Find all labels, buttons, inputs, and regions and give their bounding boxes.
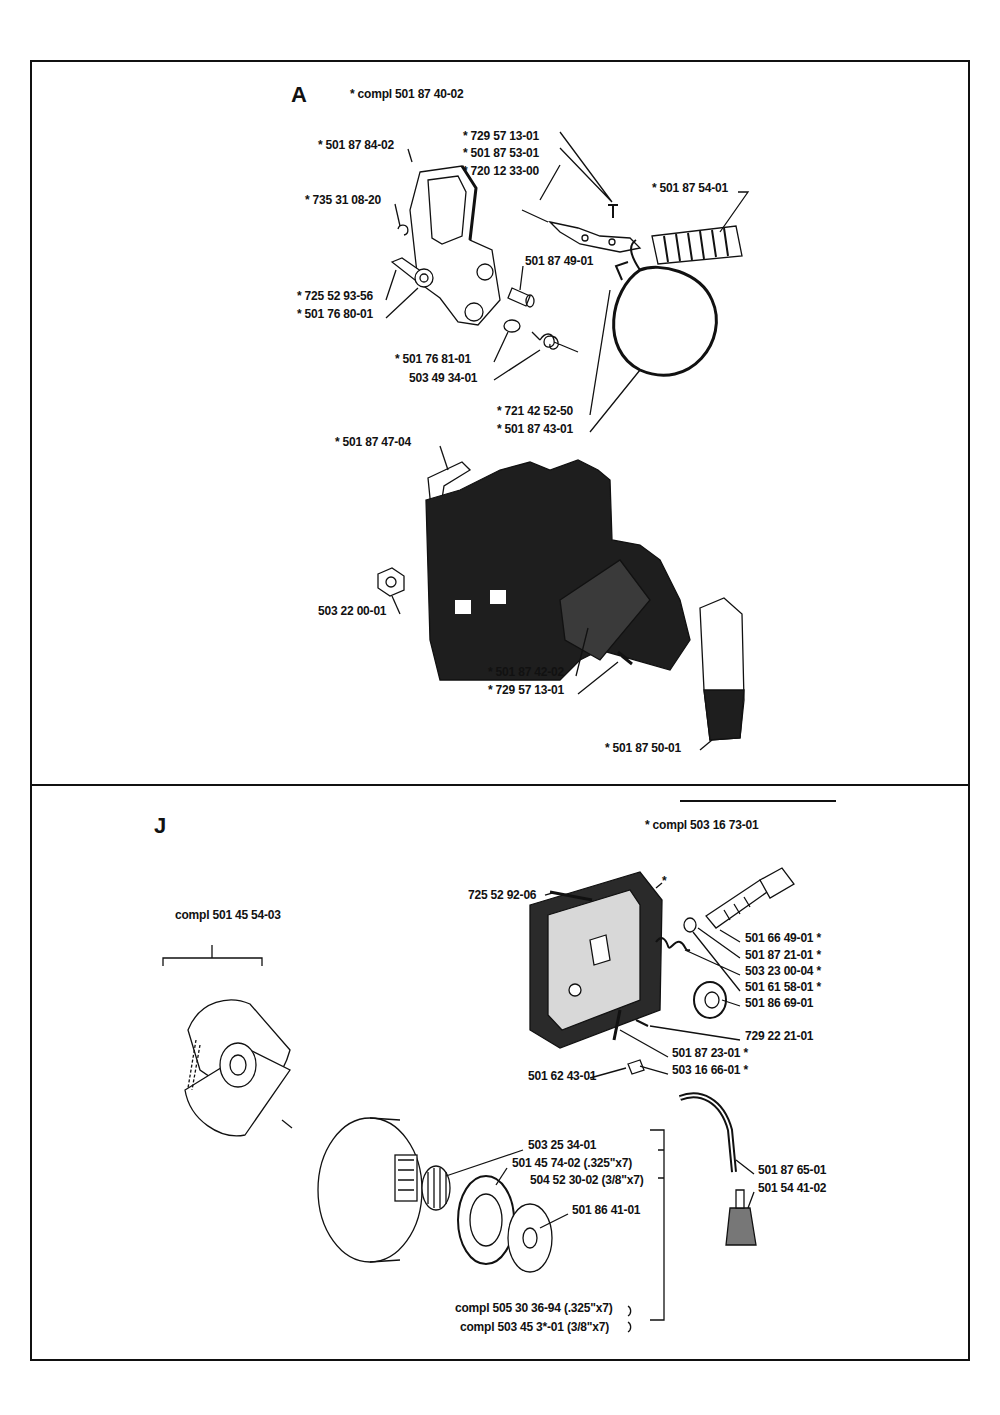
- part-number: 501 86 41-01: [572, 1203, 640, 1217]
- part-number: 503 23 00-04 *: [745, 964, 821, 978]
- part-number: * 501 87 53-01: [463, 146, 539, 160]
- part-number: * 735 31 08-20: [305, 193, 381, 207]
- part-number: * 729 57 13-01: [463, 129, 539, 143]
- part-number: 501 45 74-02 (.325"x7): [512, 1156, 632, 1170]
- part-number: * 501 87 50-01: [605, 741, 681, 755]
- part-number: 729 22 21-01: [745, 1029, 813, 1043]
- panel-letter: J: [154, 814, 166, 838]
- part-number: 501 61 58-01 *: [745, 980, 821, 994]
- part-number: 503 22 00-01: [318, 604, 386, 618]
- part-number: * 501 76 81-01: [395, 352, 471, 366]
- part-number: * 501 87 84-02: [318, 138, 394, 152]
- part-number: 504 52 30-02 (3/8"x7): [530, 1173, 644, 1187]
- part-number: compl 501 45 54-03: [175, 908, 281, 922]
- panel-letter: A: [291, 83, 307, 107]
- part-number: 501 87 49-01: [525, 254, 593, 268]
- part-number: 501 86 69-01: [745, 996, 813, 1010]
- part-number: compl 505 30 36-94 (.325"x7): [455, 1301, 613, 1315]
- part-number: 501 54 41-02: [758, 1181, 826, 1195]
- part-number: * compl 501 87 40-02: [350, 87, 463, 101]
- part-number: *: [662, 874, 666, 888]
- part-number: * 501 87 42-02: [488, 665, 564, 679]
- part-number: * 501 76 80-01: [297, 307, 373, 321]
- part-number: 503 49 34-01: [409, 371, 477, 385]
- part-number: 503 25 34-01: [528, 1138, 596, 1152]
- part-number: 501 87 23-01 *: [672, 1046, 748, 1060]
- part-number: * compl 503 16 73-01: [645, 818, 758, 832]
- part-number: * 721 42 52-50: [497, 404, 573, 418]
- part-number: 725 52 92-06: [468, 888, 536, 902]
- part-number: * 501 87 54-01: [652, 181, 728, 195]
- part-number: 501 66 49-01 *: [745, 931, 821, 945]
- part-number: 503 16 66-01 *: [672, 1063, 748, 1077]
- part-number: compl 503 45 3*-01 (3/8"x7): [460, 1320, 609, 1334]
- part-number: 501 87 65-01: [758, 1163, 826, 1177]
- part-number: * 501 87 43-01: [497, 422, 573, 436]
- part-number: 501 62 43-01: [528, 1069, 596, 1083]
- part-number: * 501 87 47-04: [335, 435, 411, 449]
- part-number: * 720 12 33-00: [463, 164, 539, 178]
- part-number: 501 87 21-01 *: [745, 948, 821, 962]
- part-number: * 729 57 13-01: [488, 683, 564, 697]
- part-number: * 725 52 93-56: [297, 289, 373, 303]
